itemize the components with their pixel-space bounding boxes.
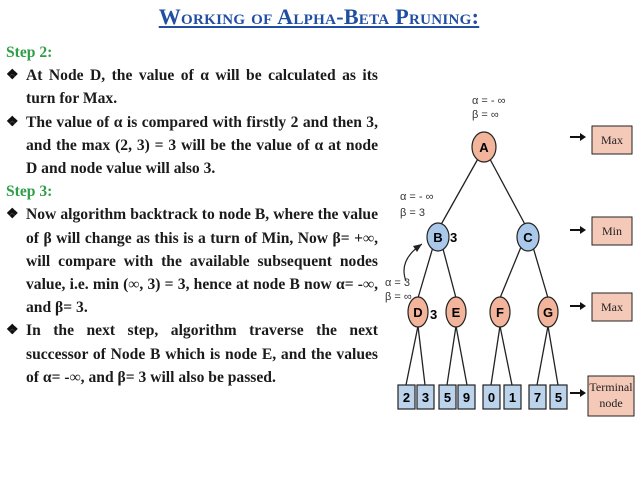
svg-text:Min: Min <box>602 224 622 238</box>
node-a-beta-annotation: β = ∞ <box>472 109 499 121</box>
step-3-heading: Step 3: <box>6 183 53 201</box>
bullet-item: ❖ Now algorithm backtrack to node B, whe… <box>6 203 378 319</box>
bullet-item: ❖ The value of α is compared with firstl… <box>6 111 378 181</box>
svg-text:B: B <box>433 230 442 245</box>
svg-text:G: G <box>543 305 553 320</box>
leaf-node: 1 <box>503 384 522 410</box>
node-a-alpha-annotation: α = - ∞ <box>472 95 505 107</box>
diamond-bullet-icon: ❖ <box>6 207 19 223</box>
diamond-bullet-icon: ❖ <box>6 323 19 339</box>
node-b-alpha-annotation: α = - ∞ <box>400 191 433 203</box>
leaf-node: 3 <box>416 384 435 410</box>
level-max-2: Max <box>570 292 633 322</box>
node-d-alpha-annotation: α = 3 <box>385 277 410 289</box>
bullet-text: In the next step, algorithm traverse the… <box>26 322 378 386</box>
svg-text:D: D <box>413 305 422 320</box>
level-terminal: Terminal node <box>570 375 635 417</box>
leaf-node: 7 <box>528 384 547 410</box>
terminal-label-line1: Terminal <box>589 380 633 394</box>
bullet-text: Now algorithm backtrack to node B, where… <box>26 206 378 317</box>
svg-text:5: 5 <box>555 390 562 405</box>
leaf-node: 5 <box>438 384 457 410</box>
svg-text:C: C <box>523 230 533 245</box>
arrow-right-icon <box>580 389 586 397</box>
svg-text:A: A <box>479 140 489 155</box>
node-d: D <box>407 296 429 328</box>
bullet-item: ❖ In the next step, algorithm traverse t… <box>6 319 378 389</box>
arrow-right-icon <box>580 226 586 234</box>
level-min: Min <box>570 216 633 246</box>
svg-text:1: 1 <box>509 390 516 405</box>
svg-text:3: 3 <box>422 390 429 405</box>
bullet-text: At Node D, the value of α will be calcul… <box>26 67 378 108</box>
node-b-value: 3 <box>450 230 457 245</box>
step-2-heading: Step 2: <box>6 44 53 61</box>
svg-text:Max: Max <box>601 133 623 147</box>
leaf-nodes: 2 3 5 9 0 1 7 5 <box>397 384 568 410</box>
terminal-label-line2: node <box>599 396 622 410</box>
node-b-beta-annotation: β = 3 <box>400 207 425 219</box>
node-c: C <box>516 222 540 252</box>
diamond-bullet-icon: ❖ <box>6 114 19 130</box>
node-d-beta-annotation: β = ∞ <box>385 291 412 303</box>
tree-edges <box>405 147 559 386</box>
level-max-1: Max <box>570 125 633 155</box>
alpha-beta-tree-diagram: A B 3 C D 3 E F G 2 3 5 9 0 1 7 5 α = <box>385 95 635 417</box>
bullet-item: ❖ At Node D, the value of α will be calc… <box>6 64 378 110</box>
arrow-right-icon <box>580 133 586 141</box>
svg-text:E: E <box>452 305 461 320</box>
svg-text:9: 9 <box>463 390 470 405</box>
node-b: B <box>426 222 450 252</box>
node-e: E <box>445 296 467 328</box>
leaf-node: 0 <box>482 384 501 410</box>
svg-text:7: 7 <box>534 390 541 405</box>
arrow-right-icon <box>580 302 586 310</box>
arrow-head-icon <box>413 244 422 252</box>
svg-text:F: F <box>496 305 504 320</box>
leaf-node: 9 <box>457 384 476 410</box>
svg-text:0: 0 <box>488 390 495 405</box>
node-f: F <box>489 296 511 328</box>
leaf-node: 5 <box>549 384 568 410</box>
svg-text:2: 2 <box>403 390 410 405</box>
leaf-node: 2 <box>397 384 416 410</box>
node-d-value: 3 <box>430 307 437 322</box>
diamond-bullet-icon: ❖ <box>6 68 19 84</box>
node-g: G <box>537 296 559 328</box>
svg-text:5: 5 <box>444 390 451 405</box>
backtrack-arrow-icon <box>403 243 423 282</box>
page-title: Working of Alpha-Beta Pruning: <box>158 4 480 29</box>
content-text: Step 2: ❖ At Node D, the value of α will… <box>6 41 378 389</box>
svg-text:Max: Max <box>601 300 623 314</box>
bullet-text: The value of α is compared with firstly … <box>26 113 378 178</box>
node-a: A <box>471 131 497 163</box>
